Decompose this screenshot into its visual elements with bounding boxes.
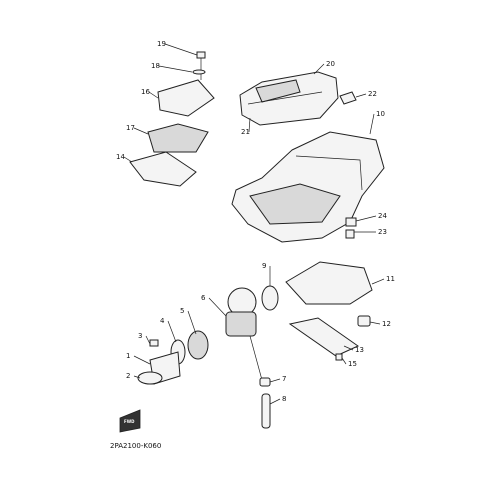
air-box-cover (239, 71, 339, 126)
bolt (196, 51, 206, 80)
part-label-15: 15 (348, 360, 357, 368)
part-label-11: 11 (386, 275, 395, 283)
part-label-5: 5 (180, 307, 184, 315)
part-label-18: 18 (151, 62, 160, 70)
part-label-1: 1 (126, 352, 130, 360)
leader-line-1 (133, 355, 151, 365)
leader-line-11 (371, 278, 385, 285)
hose-clamp-9 (261, 285, 279, 311)
part-label-6: 6 (201, 294, 206, 302)
part-label-7: 7 (282, 375, 286, 383)
leader-line-4 (167, 320, 177, 343)
nut-15 (335, 353, 343, 361)
drawing-code: 2PA2100-K060 (110, 442, 161, 450)
part-label-9: 9 (262, 262, 266, 270)
leader-line-21 (248, 117, 251, 133)
leader-line-6 (208, 297, 227, 317)
part-label-17: 17 (126, 124, 135, 132)
part-label-20: 20 (326, 60, 335, 68)
carburetor-joint-5 (187, 330, 209, 360)
leader-line-22 (355, 93, 367, 98)
washer (192, 69, 206, 75)
part-label-22: 22 (368, 90, 377, 98)
leader-line-16 (148, 91, 159, 99)
leader-line-2 (133, 375, 141, 379)
leader-line-14 (123, 156, 133, 163)
leader-line-7 (269, 378, 281, 383)
joint-plate (288, 317, 360, 357)
leader-line-3 (145, 335, 151, 345)
o-ring (137, 371, 163, 385)
part-label-24: 24 (378, 212, 387, 220)
air-filter-guide (147, 123, 209, 153)
part-label-4: 4 (160, 317, 165, 325)
part-label-21: 21 (241, 128, 250, 136)
screw-3 (149, 339, 159, 347)
leader-line-24 (355, 215, 377, 222)
part-label-2: 2 (126, 372, 130, 380)
clamp-clip (339, 91, 357, 105)
leader-line-17 (133, 127, 149, 135)
part-label-23: 23 (378, 228, 387, 236)
nut-23-24 (345, 217, 357, 239)
part-label-16: 16 (141, 88, 150, 96)
element-plate (129, 151, 197, 187)
part-label-10: 10 (376, 110, 385, 118)
forward-direction-arrow-icon: FWD (119, 409, 141, 433)
carburetor (225, 287, 263, 381)
leader-line-10 (369, 113, 375, 135)
leader-line-15 (341, 357, 347, 365)
drain-tube (261, 393, 271, 429)
drain-plug (357, 315, 371, 327)
air-filter-joint (285, 261, 373, 305)
part-label-14: 14 (116, 153, 125, 161)
part-label-3: 3 (138, 332, 142, 340)
leader-line-12 (369, 321, 381, 325)
air-box-housing (231, 131, 385, 243)
leader-line-8 (269, 398, 281, 405)
forward-label: FWD (124, 419, 135, 424)
part-label-12: 12 (382, 320, 391, 328)
part-label-19: 19 (157, 40, 166, 48)
leader-line-18 (158, 65, 193, 73)
part-label-13: 13 (355, 346, 364, 354)
leader-line-13 (343, 345, 354, 351)
leader-line-19 (164, 43, 198, 56)
part-label-8: 8 (282, 395, 286, 403)
air-filter-element (157, 79, 215, 117)
leader-line-20 (313, 63, 325, 75)
leader-line-5 (187, 310, 197, 335)
tube-clip (259, 377, 271, 387)
